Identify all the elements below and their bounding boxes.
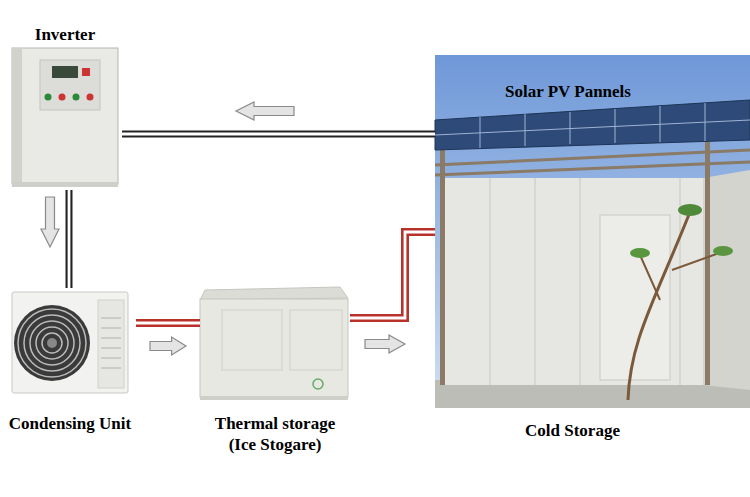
fan-opening (14, 305, 90, 381)
display (52, 66, 78, 78)
component-label: Solar PV Pannels (505, 81, 631, 102)
logo (313, 379, 323, 389)
flow-arrow (236, 102, 294, 120)
cold-storage-box: Cold Storage Solar PV Pannels (435, 55, 750, 447)
wire-outer (350, 232, 435, 318)
wire-connector (136, 323, 200, 355)
button (59, 94, 66, 101)
frame-beam (435, 150, 750, 175)
fan-hub (47, 338, 57, 348)
storage-base (200, 396, 348, 400)
frame-column (705, 140, 710, 385)
indicator (82, 68, 90, 76)
tree-leaves (678, 204, 702, 216)
flow-arrow (365, 335, 405, 353)
thermal-storage-box: Thermal storage (Ice Stogare) (200, 285, 350, 457)
unit-casing (12, 292, 128, 393)
solar-panel-box: Solar PV Pannels (435, 55, 750, 175)
thermal-storage-picture (200, 287, 348, 400)
fan-grill (18, 309, 86, 377)
wire-connector (350, 232, 435, 353)
fan-grill (24, 315, 80, 371)
front-panel (222, 310, 282, 370)
flow-arrow (41, 197, 59, 247)
fan-grill (30, 321, 74, 365)
wire-gap (350, 232, 435, 318)
flow-arrow (150, 337, 186, 355)
fan-grill (36, 327, 68, 359)
fan-grill (42, 333, 62, 353)
panel-grid (435, 103, 750, 148)
control-panel (40, 60, 100, 110)
button (73, 94, 80, 101)
component-label: Condensing Unit (9, 413, 131, 434)
condensing-unit-box: Condensing Unit (4, 288, 136, 438)
tree-leaves (713, 246, 733, 256)
building-wall (445, 178, 703, 385)
wire-outer (66, 190, 73, 288)
tree-trunk (628, 212, 690, 400)
solar-panels (435, 100, 750, 150)
storage-body (200, 299, 348, 397)
front-panel (290, 310, 342, 370)
wire-gap (68, 190, 71, 288)
inverter-box: Inverter (8, 20, 122, 190)
component-label: Thermal storage (Ice Stogare) (211, 413, 339, 456)
cabinet-body (12, 48, 118, 184)
component-label: Cold Storage (525, 420, 620, 441)
building-side (703, 170, 750, 390)
cabinet-base (12, 182, 118, 187)
storage-lid (200, 287, 348, 300)
wire-gap (136, 322, 200, 325)
vent-slits (101, 318, 121, 368)
side-panel (98, 300, 124, 388)
wire-outer (122, 131, 435, 138)
frame-column (440, 145, 445, 385)
wire-connector (122, 102, 435, 134)
button (87, 94, 94, 101)
condensing-unit-picture (12, 292, 128, 393)
sky (435, 55, 750, 408)
inverter-cabinet (12, 48, 118, 187)
tree-branch (640, 252, 722, 300)
component-label: Inverter (35, 24, 95, 45)
cold-storage-photo (435, 55, 750, 408)
tree-leaves (630, 248, 650, 258)
wire-connector (41, 190, 69, 288)
cabinet-side (12, 48, 22, 184)
button (45, 94, 52, 101)
wire-gap (122, 133, 435, 136)
wire-outer (136, 319, 200, 327)
